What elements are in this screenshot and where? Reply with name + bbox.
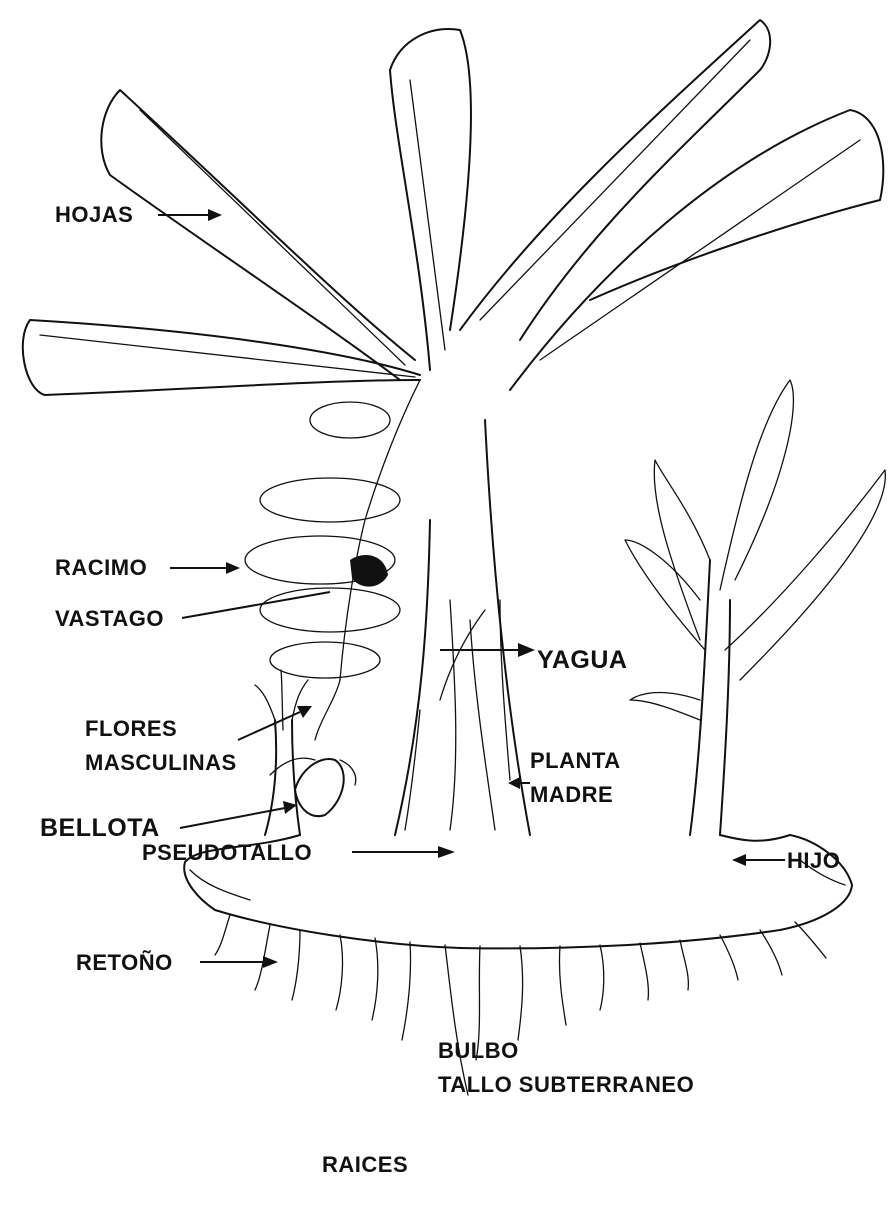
arrowhead-hojas: [208, 209, 222, 221]
roots-drawing: [215, 915, 826, 1095]
label-vastago-group: VASTAGO: [55, 592, 330, 631]
label-planta-line2: MADRE: [530, 782, 613, 807]
label-hojas: HOJAS: [55, 202, 133, 227]
pseudostem-drawing: [395, 420, 530, 835]
label-planta-group: PLANTA MADRE: [508, 748, 621, 807]
label-vastago: VASTAGO: [55, 606, 164, 631]
label-hijo-group: HIJO: [732, 848, 840, 873]
label-bellota: BELLOTA: [40, 814, 160, 842]
label-tallo-subterraneo: TALLO SUBTERRANEO: [438, 1072, 694, 1097]
label-racimo: RACIMO: [55, 555, 147, 580]
arrow-flores: [238, 712, 300, 740]
label-flores-line1: FLORES: [85, 716, 177, 741]
label-retono-group: RETOÑO: [76, 950, 278, 975]
label-racimo-group: RACIMO: [55, 555, 240, 580]
label-hojas-group: HOJAS: [55, 202, 222, 227]
label-yagua: YAGUA: [537, 646, 628, 674]
fruit-bunch-drawing: [245, 380, 420, 816]
arrowhead-hijo: [732, 854, 746, 866]
arrowhead-yagua: [518, 643, 535, 657]
label-pseudotallo: PSEUDOTALLO: [142, 840, 312, 865]
label-raices: RAICES: [322, 1152, 408, 1177]
arrowhead-bellota: [283, 801, 297, 814]
label-hijo: HIJO: [787, 848, 840, 873]
label-bulbo: BULBO: [438, 1038, 519, 1063]
label-yagua-group: YAGUA: [440, 643, 628, 674]
sucker-drawing: [625, 380, 885, 835]
arrow-vastago: [182, 592, 330, 618]
label-retono: RETOÑO: [76, 950, 173, 975]
small-shoot-drawing: [255, 670, 308, 835]
arrowhead-retono: [263, 956, 278, 968]
mother-leaves-drawing: [23, 20, 884, 395]
arrowhead-racimo: [226, 562, 240, 574]
label-bellota-group: BELLOTA: [40, 801, 297, 842]
arrowhead-pseudotallo: [438, 846, 455, 858]
label-planta-line1: PLANTA: [530, 748, 621, 773]
label-pseudotallo-group: PSEUDOTALLO: [142, 840, 455, 865]
label-flores-line2: MASCULINAS: [85, 750, 237, 775]
label-flores-group: FLORES MASCULINAS: [85, 706, 312, 775]
